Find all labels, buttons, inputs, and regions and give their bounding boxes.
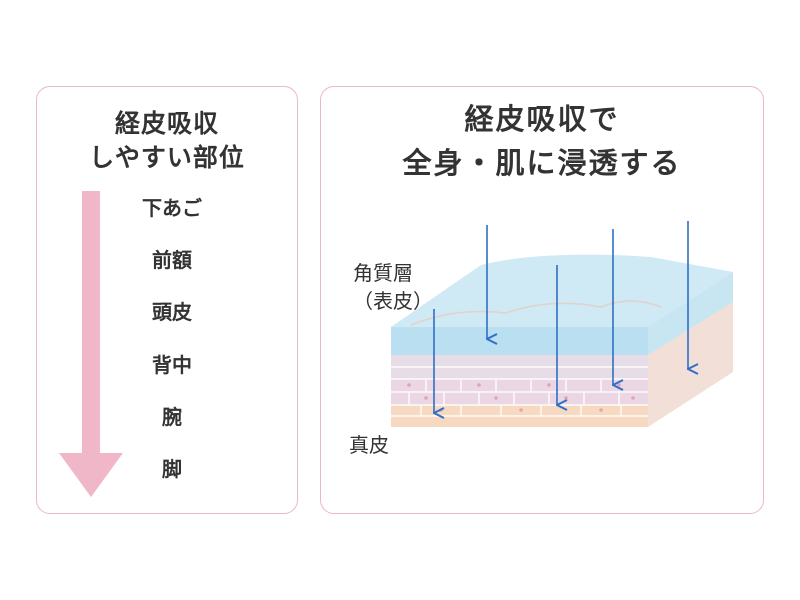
skin-block-side-stratum	[648, 272, 733, 355]
dermis-label: 真皮	[349, 433, 389, 457]
penetration-arrows	[434, 221, 688, 413]
left-panel: 経皮吸収 しやすい部位 下あご 前額 頭皮 背中 腕 脚	[36, 86, 298, 514]
body-part-item: 前額	[152, 248, 192, 272]
body-part-item: 腕	[162, 405, 182, 429]
body-part-item: 脚	[162, 457, 182, 481]
body-part-item: 下あご	[142, 196, 202, 220]
down-arrow-icon	[59, 191, 123, 497]
body-part-item: 頭皮	[152, 300, 192, 324]
skin-layers-illustration	[391, 221, 733, 427]
stratum-label-line1: 角質層	[353, 261, 413, 285]
right-panel: 経皮吸収で 全身・肌に浸透する	[320, 86, 764, 514]
left-title-line2: しやすい部位	[89, 143, 245, 172]
body-part-item: 背中	[152, 353, 192, 377]
stratum-label-line2: （表皮）	[353, 289, 433, 313]
right-title-line1: 経皮吸収で	[464, 102, 620, 136]
stratum-corneum-layer	[391, 327, 648, 355]
stratum-corneum-texture	[410, 300, 662, 326]
stratum-corneum-label: 角質層 （表皮）	[353, 259, 433, 315]
right-panel-title: 経皮吸収で 全身・肌に浸透する	[321, 97, 763, 185]
stratum-corneum-top	[391, 254, 733, 327]
left-panel-title: 経皮吸収 しやすい部位	[37, 107, 297, 175]
left-title-line1: 経皮吸収	[114, 109, 219, 138]
right-title-line2: 全身・肌に浸透する	[402, 146, 682, 180]
